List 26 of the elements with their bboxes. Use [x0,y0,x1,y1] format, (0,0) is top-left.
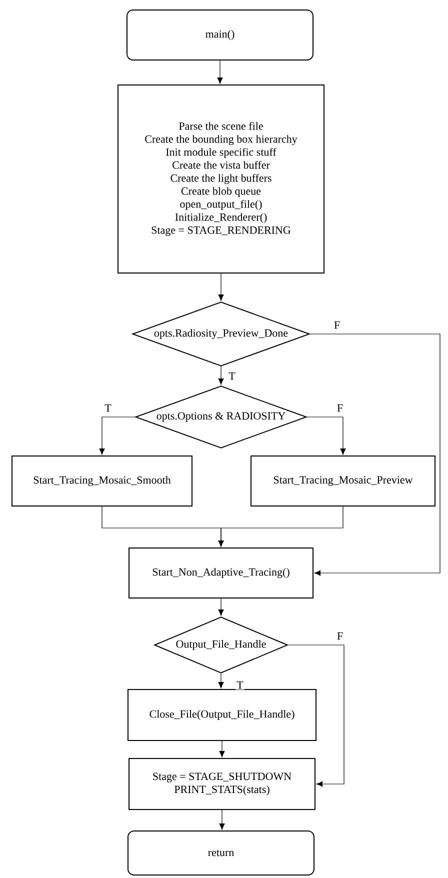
edge-label: F [336,403,344,413]
arrow [310,334,440,576]
arrow [218,673,224,688]
process-box: Stage = STAGE_SHUTDOWN PRINT_STATS(stats) [128,758,316,810]
arrow [218,506,344,547]
process-box: Start_Non_Adaptive_Tracing() [128,548,314,598]
edge-label: T [228,371,236,381]
process-box: Start_Tracing_Mosaic_Smooth [12,456,192,506]
arrow [219,740,225,758]
arrow [219,810,225,830]
process-box: Start_Tracing_Mosaic_Preview [250,456,436,506]
arrow [288,644,344,787]
end-box: return [128,830,314,876]
start-box: main() [126,10,314,60]
process-box: Parse the scene file Create the bounding box hierarchy Init module specific stuff Create the vista buffer Create the light buffers Create blob queue open_output_file() Initialize_Renderer() Stage = STAGE_RENDERING [118,84,324,274]
arrow [99,416,136,455]
edge-label: F [336,631,344,641]
arrow [217,60,223,84]
arrow [218,273,224,301]
arrow [218,598,224,616]
arrow [218,366,224,385]
arrow [306,416,346,455]
edge-label: T [104,403,112,413]
edge-label: F [332,320,342,330]
edge-label: T [236,680,244,690]
process-box: Close_File(Output_File_Handle) [128,689,316,741]
